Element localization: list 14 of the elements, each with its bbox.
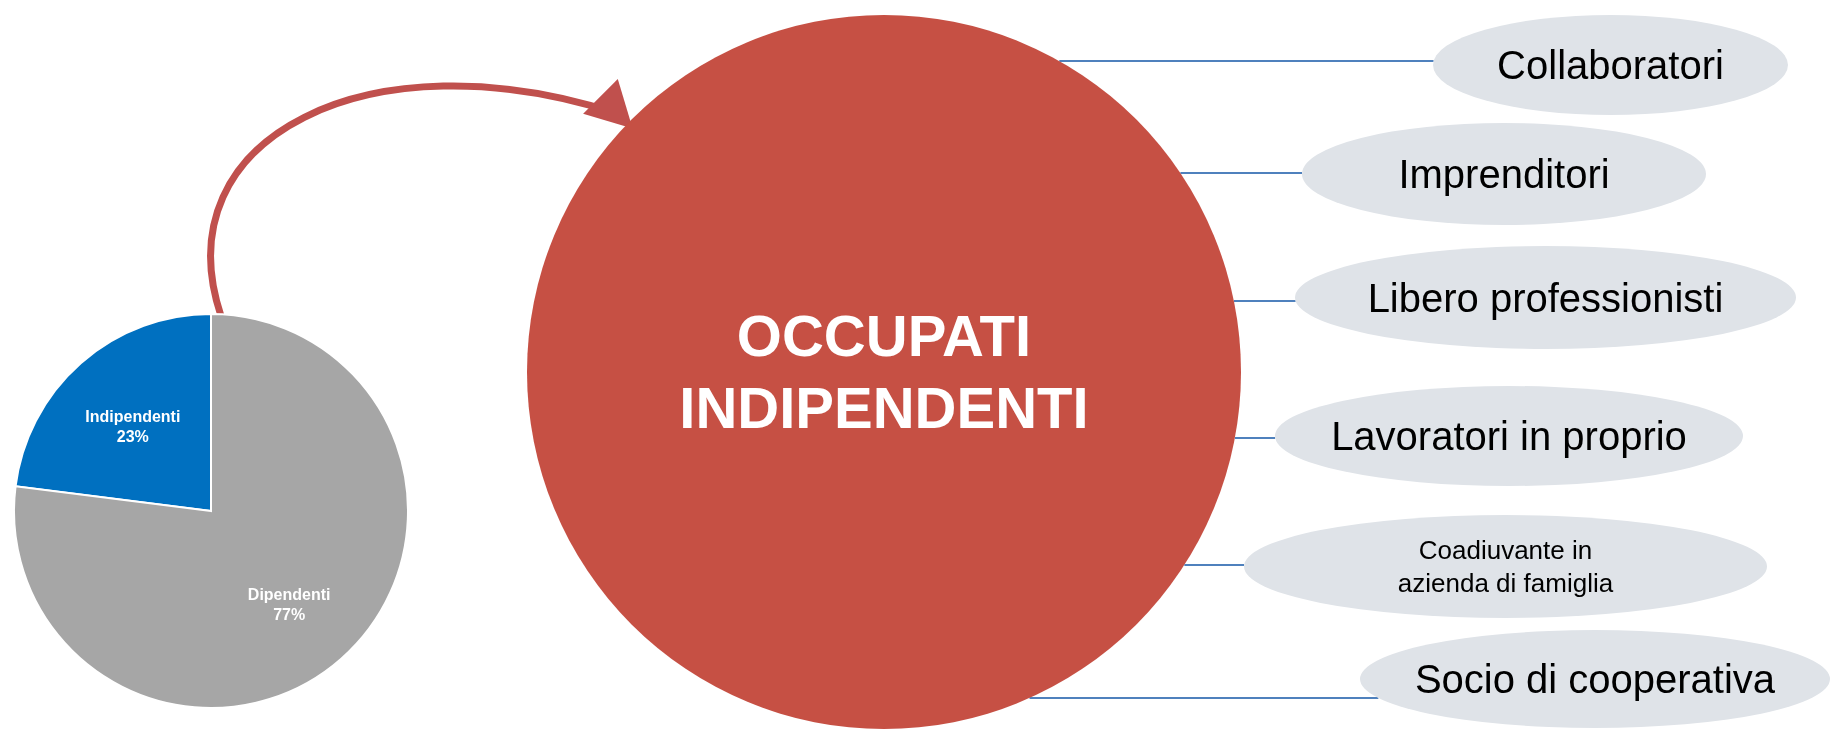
category-label: Collaboratori	[1497, 42, 1724, 89]
connector-line	[1179, 172, 1304, 174]
slice-label: Indipendenti 23%	[85, 408, 181, 446]
category-label: Lavoratori in proprio	[1331, 413, 1687, 460]
connector-line	[1232, 300, 1297, 302]
category-label: Libero professionisti	[1367, 274, 1724, 322]
connector-line	[1058, 60, 1435, 62]
category-label: Socio di cooperativa	[1414, 656, 1776, 703]
circle-title: OCCUPATI INDIPENDENTI	[678, 301, 1090, 442]
category-label: Coadiuvante in azienda di famiglia	[1396, 534, 1615, 599]
connector-line	[1028, 697, 1380, 699]
category-label: Imprenditori	[1398, 151, 1610, 198]
connector-line	[1183, 564, 1246, 566]
slice-label: Dipendenti 77%	[247, 585, 331, 623]
